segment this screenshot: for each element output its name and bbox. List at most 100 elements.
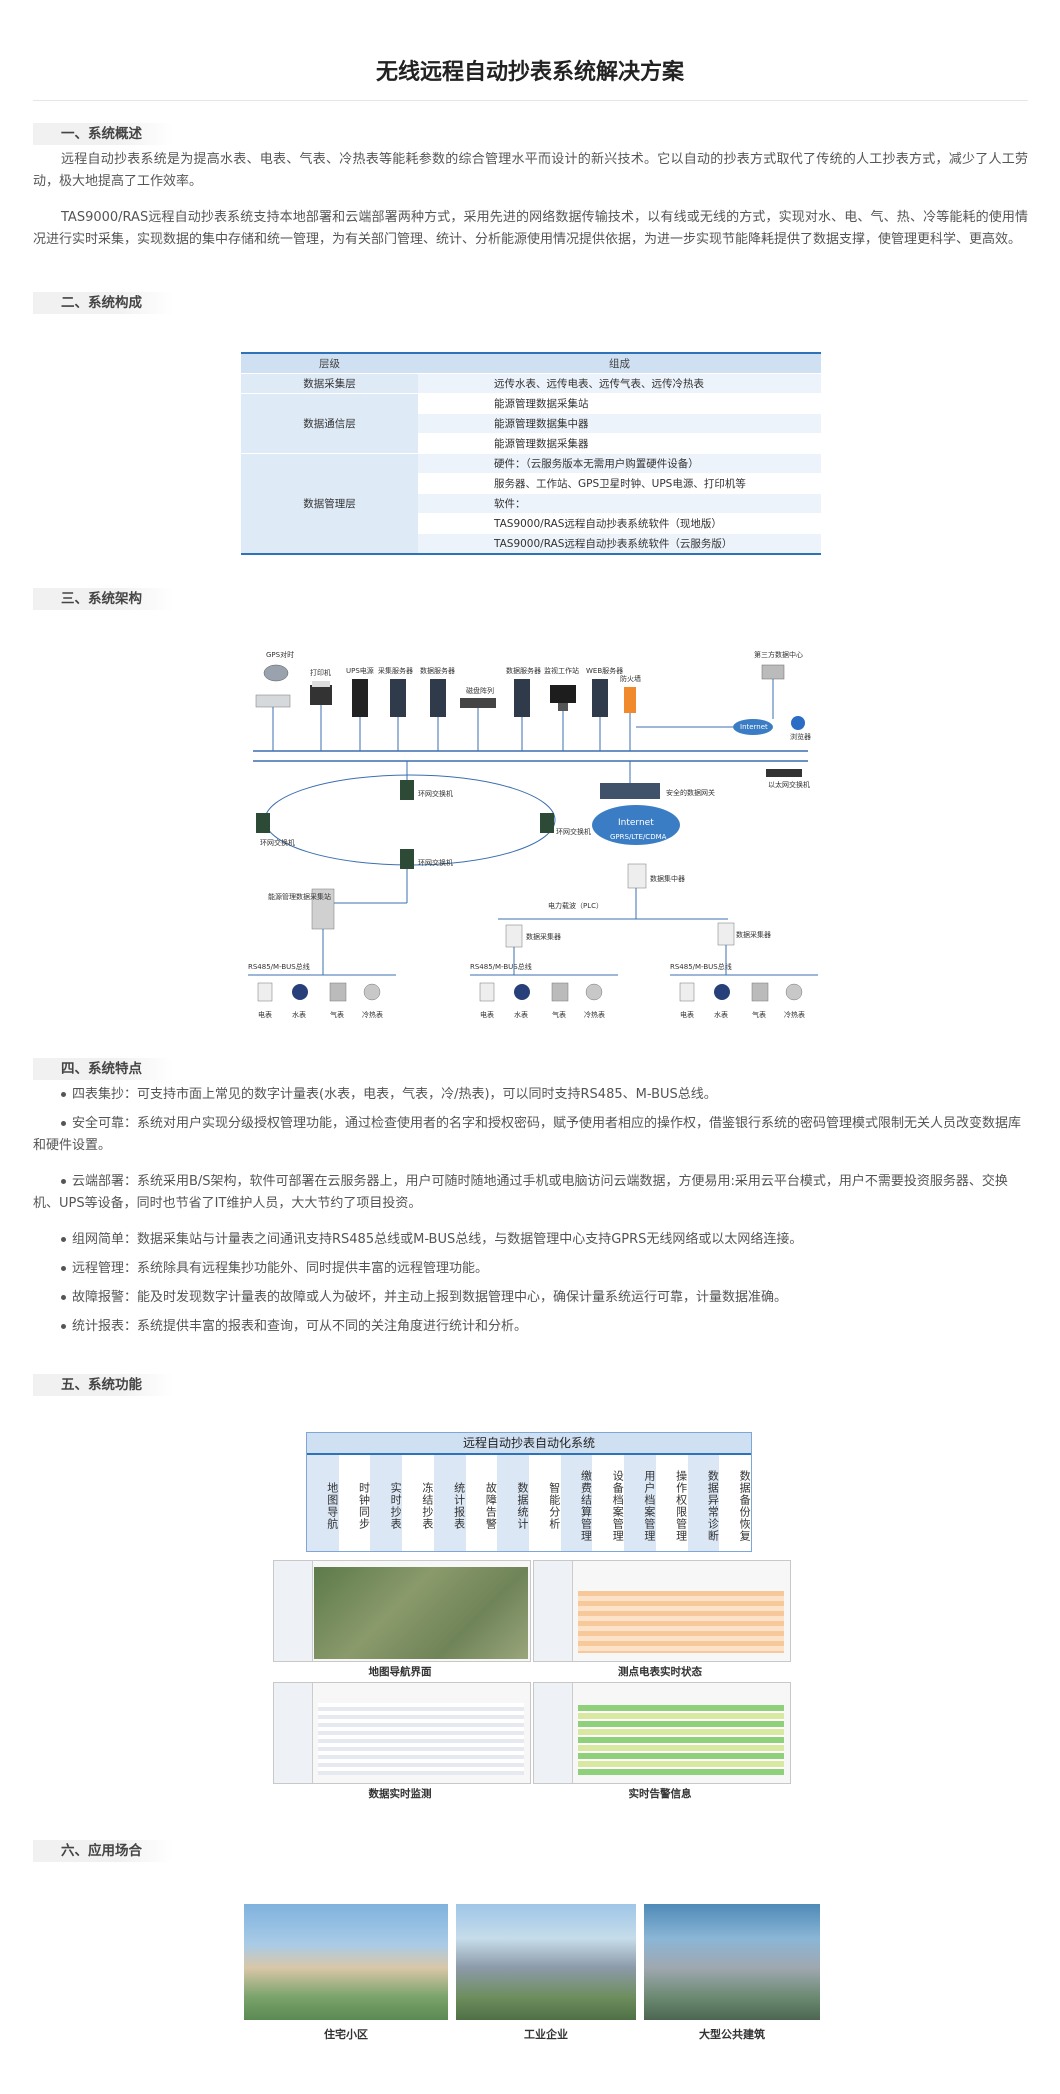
function-item: 用户档案管理 [624, 1455, 656, 1551]
meter-label: 电表 [680, 1010, 694, 1019]
server-icon [592, 679, 608, 717]
layer-name: 数据采集层 [241, 373, 418, 394]
meter-group: 电表 水表 气表 冷热表 [257, 982, 383, 1019]
feature-item: 云端部署：系统采用B/S架构，软件可部署在云服务器上，用户可随时随地通过手机或电… [33, 1174, 1008, 1211]
ethernet-switch-icon [766, 769, 802, 777]
function-item: 故障告警 [465, 1455, 498, 1551]
function-item: 数据备份恢复 [719, 1455, 752, 1551]
function-item: 冻结抄表 [402, 1455, 434, 1551]
industrial-photo [456, 1904, 636, 2020]
meter-label: 气表 [330, 1010, 344, 1019]
function-item: 统计报表 [433, 1455, 466, 1551]
layer-item: 服务器、工作站、GPS卫星时钟、UPS电源、打印机等 [418, 473, 821, 494]
function-panel: 远程自动抄表自动化系统 地图导航 时钟同步 实时抄表 冻结抄表 统计报表 故障告… [306, 1432, 752, 1552]
meter-label: 水表 [514, 1010, 528, 1019]
section-heading-applications: 六、应用场合 [33, 1840, 173, 1862]
collector-icon [717, 922, 735, 946]
disk-array-icon [460, 698, 496, 708]
application-caption: 大型公共建筑 [699, 2028, 765, 2041]
data-monitor-screenshot [273, 1682, 531, 1784]
function-item: 智能分析 [529, 1455, 561, 1551]
remote-label: Internet [740, 723, 768, 731]
server-icon [430, 679, 446, 717]
device-label: GPS对时 [266, 650, 294, 659]
concentrator-icon [627, 863, 647, 889]
function-panel-title: 远程自动抄表自动化系统 [307, 1433, 751, 1455]
function-item: 数据统计 [497, 1455, 530, 1551]
feature-item: 统计报表：系统提供丰富的报表和查询，可从不同的关注角度进行统计和分析。 [33, 1316, 1028, 1338]
wireless-cloud-icon [592, 805, 680, 845]
remote-label: 以太网交换机 [768, 780, 810, 789]
remote-label: 第三方数据中心 [754, 650, 803, 659]
device-label: 数据服务器 [506, 666, 541, 675]
bus-label: RS485/M-BUS总线 [248, 962, 310, 971]
map-navigation-screenshot [273, 1560, 531, 1662]
layer-item: TAS9000/RAS远程自动抄表系统软件（云服务版） [418, 533, 821, 555]
meter-label: 冷热表 [584, 1010, 605, 1019]
section-heading-architecture: 三、系统架构 [33, 588, 173, 610]
data-center-icon [761, 664, 785, 680]
collector-label: 数据采集器 [526, 932, 561, 941]
gateway-label: 安全的数据网关 [666, 788, 715, 797]
function-item: 缴费结算管理 [560, 1455, 593, 1551]
title-divider [33, 100, 1028, 101]
table-row: TAS9000/RAS远程自动抄表系统软件（现地版） [241, 513, 821, 534]
layer-item: 软件： [418, 493, 821, 514]
ring-label: 环网交换机 [260, 838, 295, 847]
meter-label: 冷热表 [784, 1010, 805, 1019]
ring-label: 环网交换机 [556, 827, 591, 836]
server-icon [514, 679, 530, 717]
ring-label: 环网交换机 [418, 789, 453, 798]
meter-status-screenshot [533, 1560, 791, 1662]
feature-item: 安全可靠：系统对用户实现分级授权管理功能，通过检查使用者的名字和授权密码，赋予使… [33, 1116, 1022, 1153]
feature-item: 远程管理：系统除具有远程集抄功能外、同时提供丰富的远程管理功能。 [33, 1258, 1028, 1280]
public-building-photo [644, 1904, 820, 2020]
section-heading-composition: 二、系统构成 [33, 292, 173, 314]
bus-label: RS485/M-BUS总线 [470, 962, 532, 971]
table-row: 软件： [241, 493, 821, 514]
table-row: 数据采集层 远传水表、远传电表、远传气表、远传冷热表 [241, 373, 821, 394]
ring-switch-icon [400, 780, 414, 800]
table-header-layer: 层级 [241, 353, 418, 374]
internet-cloud-icon [733, 719, 773, 735]
device-label: UPS电源 [346, 666, 374, 675]
meter-label: 气表 [752, 1010, 766, 1019]
residential-photo [244, 1904, 448, 2020]
table-header-component: 组成 [418, 353, 821, 374]
layer-item: 能源管理数据集中器 [418, 413, 821, 434]
meter-group: 电表 水表 气表 冷热表 [479, 982, 605, 1019]
table-row: 能源管理数据采集器 [241, 433, 821, 454]
function-item: 时钟同步 [338, 1455, 371, 1551]
ring-switch-icon [256, 813, 270, 833]
layer-name: 数据管理层 [241, 453, 418, 555]
table-row: TAS9000/RAS远程自动抄表系统软件（云服务版） [241, 533, 821, 555]
concentrator-label: 数据集中器 [650, 874, 685, 883]
firewall-icon [624, 687, 636, 713]
overview-paragraph-2: TAS9000/RAS远程自动抄表系统支持本地部署和云端部署两种方式，采用先进的… [33, 210, 1028, 247]
bus-lines [248, 929, 818, 976]
cloud-label: Internet [618, 818, 654, 828]
device-label: 数据服务器 [420, 666, 455, 675]
meter-label: 冷热表 [362, 1010, 383, 1019]
screenshot-caption: 实时告警信息 [628, 1788, 692, 1800]
meter-label: 电表 [480, 1010, 494, 1019]
function-item: 数据异常诊断 [687, 1455, 720, 1551]
meter-label: 气表 [552, 1010, 566, 1019]
table-row: 数据通信层 能源管理数据采集站 [241, 393, 821, 454]
overview-paragraph-1: 远程自动抄表系统是为提高水表、电表、气表、冷热表等能耗参数的综合管理水平而设计的… [33, 152, 1028, 189]
application-caption: 工业企业 [524, 2028, 568, 2041]
meter-group: 电表 水表 气表 冷热表 [679, 982, 805, 1019]
meter-label: 电表 [258, 1010, 272, 1019]
function-item: 地图导航 [307, 1455, 339, 1551]
browser-icon [791, 716, 805, 730]
layer-item: 远传水表、远传电表、远传气表、远传冷热表 [418, 373, 821, 394]
device-label: WEB服务器 [586, 666, 623, 675]
page-title: 无线远程自动抄表系统解决方案 [375, 60, 684, 85]
layer-item: 能源管理数据采集器 [418, 433, 821, 454]
table-row: 服务器、工作站、GPS卫星时钟、UPS电源、打印机等 [241, 473, 821, 494]
meter-label: 水表 [292, 1010, 306, 1019]
architecture-diagram: GPS对时 打印机 UPS电源 采集服务器 数据服务器 磁盘阵列 数据服务器 监… [248, 650, 818, 1019]
cloud-sub-label: GPRS/LTE/CDMA [610, 833, 667, 841]
remote-label: 浏览器 [790, 732, 811, 741]
